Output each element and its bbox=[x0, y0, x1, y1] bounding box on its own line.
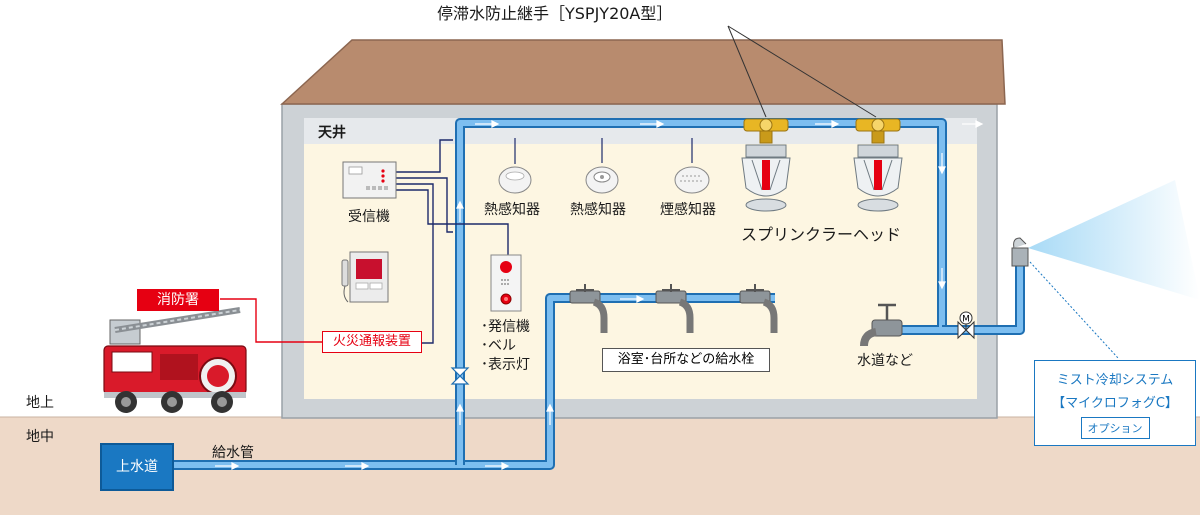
water-tap-icon bbox=[860, 303, 903, 347]
faucet-3-icon bbox=[739, 284, 778, 333]
indicator-label: ･表示灯 bbox=[481, 357, 530, 373]
heat-detector-1-label: 熱感知器 bbox=[484, 202, 540, 218]
mist-nozzle-icon bbox=[1011, 180, 1200, 300]
fire-station-link bbox=[220, 298, 322, 343]
fire-station-box: 消防署 bbox=[137, 289, 219, 311]
smoke-detector-label: 煙感知器 bbox=[660, 202, 716, 218]
riser-valve-icon bbox=[450, 367, 470, 385]
sprinkler-head-2-icon bbox=[853, 144, 903, 212]
joint-callout-lines bbox=[727, 25, 877, 118]
transmitter-label: ･発信機 bbox=[481, 319, 530, 335]
water-main-box: 上水道 bbox=[100, 443, 174, 491]
supply-pipe-label: 給水管 bbox=[212, 445, 254, 461]
water-tap-label: 水道など bbox=[857, 353, 913, 369]
sprinkler-head-1-icon bbox=[741, 144, 791, 212]
fire-truck-icon bbox=[103, 307, 247, 413]
faucet-2-icon bbox=[655, 284, 694, 333]
receiver-label: 受信機 bbox=[348, 209, 390, 225]
mist-system-title: ミスト冷却システム bbox=[1056, 373, 1174, 388]
joint-title-label: 停滞水防止継手［YSPJY20A型］ bbox=[437, 4, 673, 23]
smoke-detector-icon bbox=[674, 138, 710, 194]
ground-above-label: 地上 bbox=[26, 395, 54, 411]
mist-option-badge: オプション bbox=[1080, 417, 1150, 439]
faucets-label: 浴室･台所などの給水栓 bbox=[602, 348, 770, 372]
faucet-1-icon bbox=[569, 284, 608, 333]
sprinkler-joint-1-icon bbox=[743, 118, 789, 144]
flow-arrows bbox=[215, 120, 984, 470]
heat-detector-2-icon bbox=[585, 138, 619, 194]
bell-label: ･ベル bbox=[481, 338, 516, 354]
receiver-icon bbox=[342, 161, 397, 199]
mist-system-product: 【マイクロフォグC】 bbox=[1052, 396, 1178, 411]
mist-system-box: ミスト冷却システム 【マイクロフォグC】 オプション bbox=[1034, 360, 1196, 446]
fire-alarm-device-icon bbox=[341, 251, 389, 303]
sprinkler-head-label: スプリンクラーヘッド bbox=[741, 225, 902, 244]
motor-valve-icon bbox=[957, 311, 975, 340]
motor-valve-letter: M bbox=[962, 315, 970, 325]
ground-below-label: 地中 bbox=[26, 429, 54, 445]
heat-detector-1-icon bbox=[498, 138, 532, 194]
fire-alarm-box: 火災通報装置 bbox=[322, 331, 422, 353]
alarm-panel-icon bbox=[490, 254, 522, 312]
mist-callout-line bbox=[1029, 261, 1119, 359]
ceiling-label: 天井 bbox=[318, 125, 346, 141]
sprinkler-joint-2-icon bbox=[855, 118, 901, 144]
house-roof bbox=[280, 39, 1006, 105]
heat-detector-2-label: 熱感知器 bbox=[570, 202, 626, 218]
